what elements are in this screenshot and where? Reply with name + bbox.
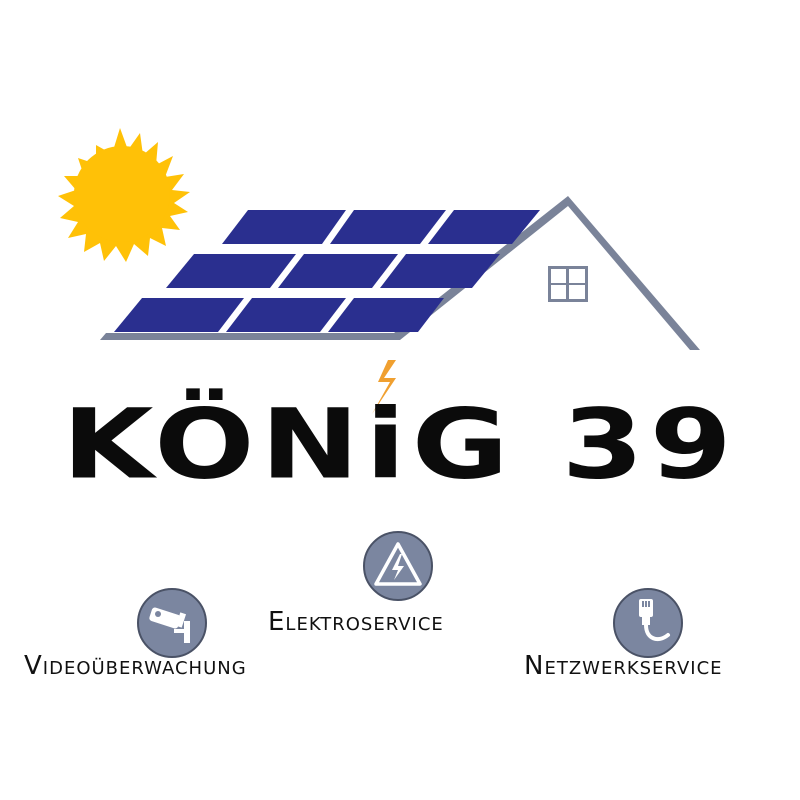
roof-outline — [100, 196, 700, 350]
brand-name: KÖNiG 39 — [62, 387, 738, 501]
security-camera-icon — [137, 588, 207, 658]
solar-panels — [114, 210, 540, 332]
service-label-video: Videoüberwachung — [24, 651, 247, 681]
high-voltage-icon — [363, 531, 433, 601]
service-label-elektro: Elektroservice — [268, 607, 444, 637]
lightning-icon — [372, 360, 396, 414]
window-icon — [548, 266, 588, 302]
service-label-netz: Netzwerkservice — [524, 651, 723, 681]
network-cable-icon — [613, 588, 683, 658]
sun-icon — [58, 128, 190, 262]
